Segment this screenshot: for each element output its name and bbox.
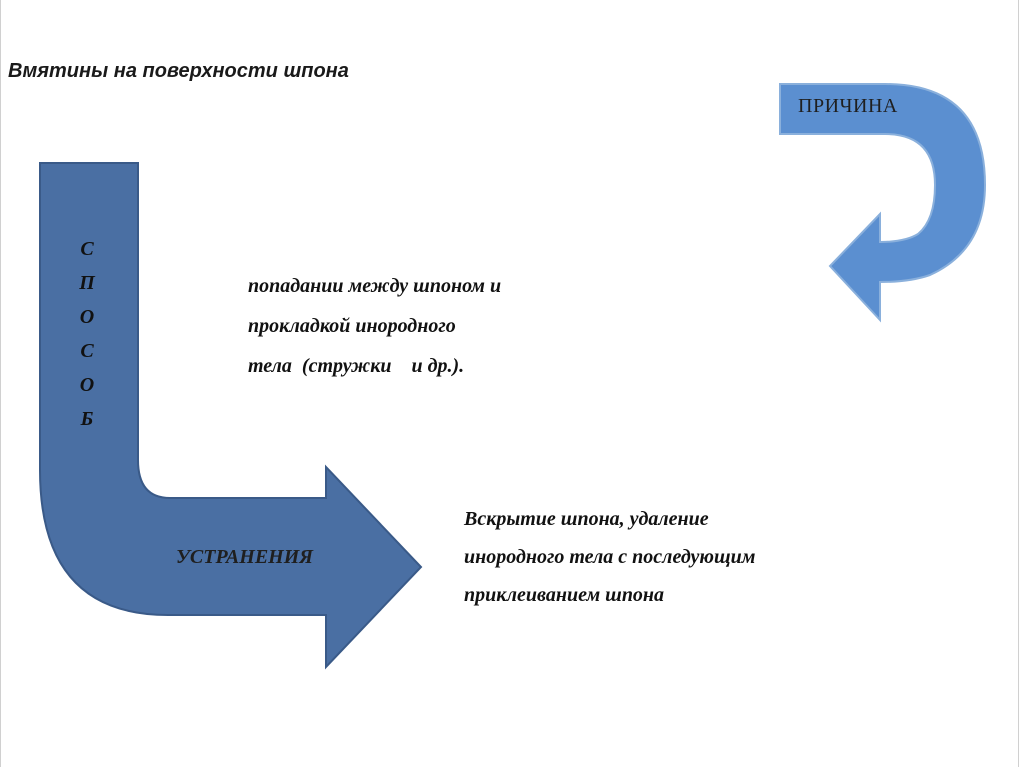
fix-description: Вскрытие шпона, удаление инородного тела… (464, 500, 755, 614)
method-arrow (39, 162, 423, 670)
fix-line: инородного тела с последующим (464, 546, 756, 568)
cause-arrow (779, 83, 987, 323)
slide-border-right (1018, 0, 1019, 767)
cause-description: попадании между шпоном и прокладкой инор… (248, 266, 501, 386)
method-letter: О (79, 374, 95, 396)
cause-line: попадании между шпоном и (248, 275, 502, 297)
cause-line: тела (стружки и др.). (248, 355, 465, 377)
cause-line: прокладкой инородного (248, 315, 456, 337)
method-vertical-label: С П О С О Б (77, 232, 97, 436)
method-arrow-label: УСТРАНЕНИЯ (176, 546, 314, 568)
method-letter: Б (80, 408, 94, 430)
fix-line: Вскрытие шпона, удаление (464, 508, 709, 530)
cause-arrow-label: ПРИЧИНА (798, 95, 898, 117)
method-letter: О (79, 306, 95, 328)
method-letter: С (80, 238, 94, 260)
method-letter: П (79, 272, 95, 294)
page-title: Вмятины на поверхности шпона (8, 60, 349, 82)
fix-line: приклеиванием шпона (464, 584, 665, 606)
slide-border-left (0, 0, 1, 767)
method-letter: С (80, 340, 94, 362)
